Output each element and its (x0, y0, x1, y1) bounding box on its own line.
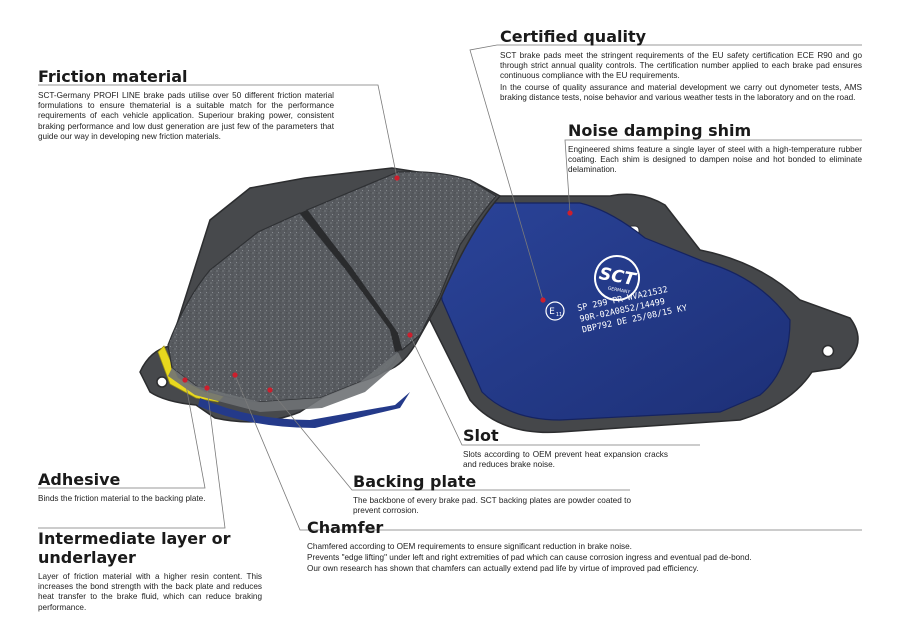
sct-logo-subtext: GERMANY (607, 286, 630, 296)
dot-slot (407, 332, 413, 338)
slot-section: Slot Slots according to OEM prevent heat… (463, 426, 668, 470)
slot-groove (300, 210, 402, 352)
certified-quality-section: Certified quality SCT brake pads meet th… (500, 27, 862, 103)
back-pad-mount-hole-right (821, 344, 835, 358)
dot-backing-plate (267, 387, 273, 393)
chamfer-title: Chamfer (307, 518, 384, 537)
dot-adhesive (182, 377, 188, 383)
intermediate-layer-text: Layer of friction material with a higher… (38, 572, 262, 612)
pointer-dots (182, 175, 573, 393)
intermediate-layer-title: Intermediate layer or underlayer (38, 529, 231, 567)
ece-cert-number: 11 (556, 312, 562, 318)
chamfer-text-1: Chamfered according to OEM requirements … (307, 542, 632, 551)
noise-damping-shim-title: Noise damping shim (568, 121, 752, 140)
leader-noise-damping-shim (564, 139, 862, 214)
noise-damping-shim-text: Engineered shims feature a single layer … (568, 145, 862, 175)
dot-chamfer (232, 372, 238, 378)
sct-logo-ring (594, 255, 640, 301)
dot-intermediate-layer (204, 385, 210, 391)
ece-cert-letter: E (549, 307, 555, 317)
certified-quality-text-2: In the course of quality assurance and m… (500, 82, 862, 102)
leader-lines (38, 44, 862, 531)
front-pad-mount-hole (156, 376, 168, 388)
leader-backing-plate (269, 389, 630, 491)
leader-adhesive (38, 379, 206, 489)
front-pad-shim-edge (198, 392, 410, 428)
leader-certified-quality (469, 44, 862, 301)
adhesive-text: Binds the friction material to the backi… (38, 494, 206, 503)
dot-friction-material (394, 175, 400, 181)
adhesive-title: Adhesive (38, 470, 121, 489)
chamfer-text-2: Prevents "edge lifting" under left and r… (307, 553, 752, 563)
leader-slot (409, 334, 700, 446)
friction-material-section: Friction material SCT-Germany PROFI LINE… (38, 67, 334, 142)
leader-intermediate-layer (38, 387, 226, 529)
chamfer-edge (168, 352, 402, 412)
leader-chamfer (234, 374, 862, 531)
sct-logo: SCT GERMANY (594, 255, 640, 301)
backing-plate-title: Backing plate (353, 472, 477, 491)
noise-damping-shim-section: Noise damping shim Engineered shims feat… (568, 121, 862, 176)
intermediate-layer-section: Intermediate layer or underlayer Layer o… (38, 529, 262, 613)
ece-cert-mark: E 11 (545, 301, 565, 321)
friction-material-text: SCT-Germany PROFI LINE brake pads utilis… (38, 91, 334, 141)
chamfer-section: Chamfer Chamfered according to OEM requi… (307, 518, 862, 575)
slot-title: Slot (463, 426, 499, 445)
certified-quality-title: Certified quality (500, 27, 647, 46)
backing-plate-section: Backing plate The backbone of every brak… (353, 472, 631, 516)
ece-cert-ring (545, 301, 565, 321)
dot-certified-quality (540, 297, 546, 303)
friction-material-title: Friction material (38, 67, 188, 86)
backing-plate-text: The backbone of every brake pad. SCT bac… (353, 496, 631, 516)
leader-friction-material (38, 84, 398, 179)
adhesive-section: Adhesive Binds the friction material to … (38, 470, 208, 504)
friction-block-right (306, 171, 497, 352)
slot-text: Slots according to OEM prevent heat expa… (463, 450, 668, 470)
certified-quality-text-1: SCT brake pads meet the stringent requir… (500, 51, 862, 81)
dot-noise-damping-shim (567, 210, 573, 216)
chamfer-text-3: Our own research has shown that chamfers… (307, 564, 699, 574)
